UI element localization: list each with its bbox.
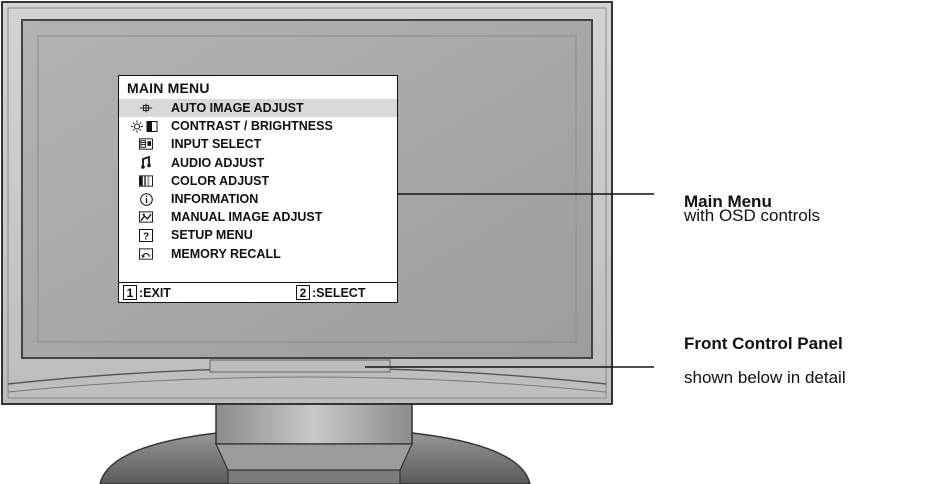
osd-item-contrast-brightness[interactable]: CONTRAST / BRIGHTNESS bbox=[119, 117, 397, 135]
image-adjust-icon bbox=[139, 211, 153, 224]
info-icon bbox=[139, 192, 153, 206]
osd-menu-title: MAIN MENU bbox=[127, 80, 210, 96]
osd-footer: 1 :EXIT 2 :SELECT bbox=[119, 283, 397, 303]
osd-item-audio-adjust[interactable]: AUDIO ADJUST bbox=[119, 154, 397, 172]
select-key-label: :SELECT bbox=[312, 286, 366, 300]
question-icon: ? bbox=[139, 228, 153, 242]
osd-item-information[interactable]: INFORMATION bbox=[119, 190, 397, 208]
color-bars-icon bbox=[139, 174, 153, 187]
front-control-panel bbox=[7, 359, 607, 393]
osd-item-memory-recall[interactable]: MEMORY RECALL bbox=[119, 245, 397, 263]
exit-key-label: :EXIT bbox=[139, 286, 171, 300]
sun-contrast-icon bbox=[131, 120, 159, 133]
control-panel-callout-subtitle: shown below in detail bbox=[684, 368, 846, 387]
osd-item-label: AUTO IMAGE ADJUST bbox=[171, 101, 304, 116]
svg-text:?: ? bbox=[143, 231, 149, 242]
stand-neck bbox=[215, 403, 413, 484]
osd-item-input-select[interactable]: INPUT SELECT bbox=[119, 135, 397, 153]
osd-menu-list: AUTO IMAGE ADJUST CONTRAST / BRIGHTNESS … bbox=[119, 99, 397, 263]
osd-item-label: AUDIO ADJUST bbox=[171, 155, 265, 170]
main-menu-callout-subtitle: with OSD controls bbox=[684, 206, 821, 225]
recall-icon bbox=[139, 247, 153, 260]
osd-item-color-adjust[interactable]: COLOR ADJUST bbox=[119, 172, 397, 190]
input-icon bbox=[139, 138, 153, 151]
audio-icon bbox=[139, 156, 153, 169]
exit-key-badge[interactable]: 1 bbox=[123, 285, 137, 300]
osd-item-label: SETUP MENU bbox=[171, 228, 253, 243]
osd-item-auto-image-adjust[interactable]: AUTO IMAGE ADJUST bbox=[119, 99, 397, 118]
osd-item-label: INPUT SELECT bbox=[171, 137, 262, 152]
osd-item-label: INFORMATION bbox=[171, 192, 259, 207]
osd-main-menu: MAIN MENU AUTO IMAGE ADJUST CONTRAST / B… bbox=[118, 75, 398, 303]
osd-item-label: MANUAL IMAGE ADJUST bbox=[171, 210, 323, 225]
main-menu-callout-title: Main Menu bbox=[684, 192, 772, 211]
osd-footer-divider bbox=[119, 282, 397, 283]
osd-item-manual-image-adjust[interactable]: MANUAL IMAGE ADJUST bbox=[119, 208, 397, 226]
osd-item-label: MEMORY RECALL bbox=[171, 246, 281, 261]
osd-item-setup-menu[interactable]: ? SETUP MENU bbox=[119, 226, 397, 244]
osd-item-label: CONTRAST / BRIGHTNESS bbox=[171, 119, 333, 134]
control-panel-callout-title: Front Control Panel bbox=[684, 334, 843, 353]
select-key-badge[interactable]: 2 bbox=[296, 285, 310, 300]
crosshair-icon bbox=[139, 102, 153, 115]
osd-item-label: COLOR ADJUST bbox=[171, 173, 270, 188]
